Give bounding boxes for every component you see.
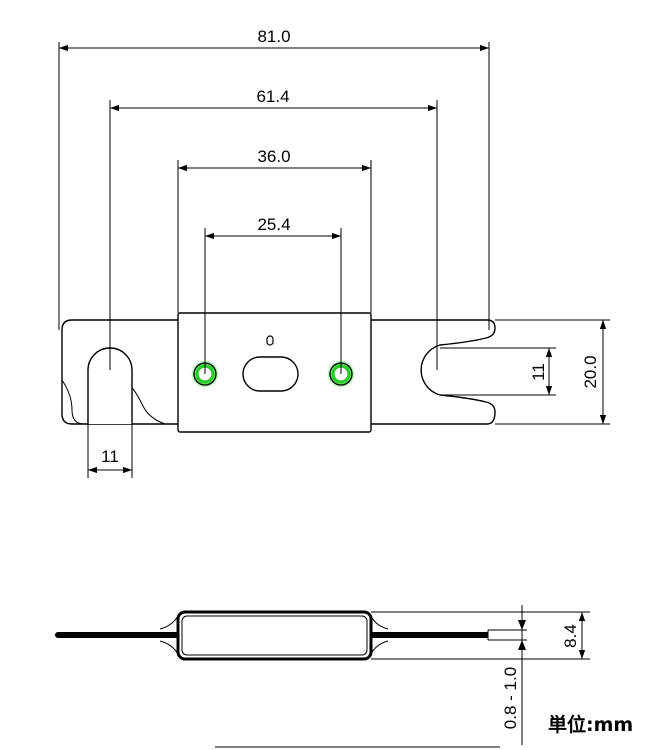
top-view: 81.0 61.4 36.0 25.4 11 11 20.0 bbox=[58, 27, 610, 478]
dim-body-length: 36.0 bbox=[257, 147, 290, 166]
dim-overall-length: 81.0 bbox=[257, 27, 290, 46]
dim-body-height: 8.4 bbox=[561, 624, 580, 648]
dim-bolt-spacing: 25.4 bbox=[257, 215, 290, 234]
side-view: 8.4 0.8 - 1.0 bbox=[55, 605, 590, 748]
dim-blade-thickness: 0.8 - 1.0 bbox=[501, 667, 520, 729]
center-window bbox=[242, 356, 299, 392]
unit-label: 単位:mm bbox=[548, 713, 633, 736]
dim-slot-width-right: 11 bbox=[529, 363, 548, 381]
body-mark bbox=[266, 335, 274, 346]
dim-blade-width: 20.0 bbox=[581, 355, 600, 388]
dim-slot-width-left: 11 bbox=[101, 447, 119, 466]
side-body bbox=[176, 610, 373, 661]
dim-hole-spacing: 61.4 bbox=[256, 87, 289, 106]
